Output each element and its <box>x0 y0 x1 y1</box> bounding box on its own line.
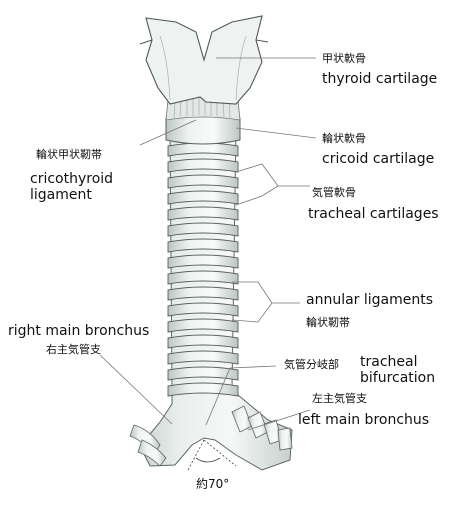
cricothyroid-label-jp: 輪状甲状靭帯 <box>36 148 102 161</box>
tracheal-cartilages-label-en: tracheal cartilages <box>308 206 439 222</box>
tracheal-ring <box>167 350 239 365</box>
tracheal-ring <box>167 206 239 221</box>
tracheal-ring <box>167 334 239 349</box>
tracheal-ring <box>167 238 239 253</box>
tracheal-ring <box>167 366 239 381</box>
left-bronchus-rings <box>231 405 293 451</box>
tracheal-cartilage-rings <box>167 142 239 397</box>
left-bronchus-label-en: left main bronchus <box>298 412 430 428</box>
cricoid-label-jp: 輪状軟骨 <box>322 132 366 145</box>
left-bronchus-label-jp: 左主気管支 <box>312 392 367 405</box>
right-bronchus-label-en: right main bronchus <box>8 323 150 339</box>
tracheal-ring <box>167 302 239 317</box>
cricothyroid-label-en: cricothyroid ligament <box>30 171 114 203</box>
thyroid-cartilage-shape <box>139 15 269 105</box>
tracheal-ring <box>167 222 239 237</box>
annular-ligaments-label-en: annular ligaments <box>306 292 434 308</box>
tracheal-cartilages-label-jp: 気管軟骨 <box>312 186 356 199</box>
tracheal-ring <box>167 158 239 173</box>
bifurcation-label-en: tracheal bifurcation <box>360 354 436 386</box>
tracheal-ring <box>167 286 239 301</box>
thyroid-label-en: thyroid cartilage <box>322 71 438 87</box>
tracheal-ring <box>167 254 239 269</box>
angle-label: 約70° <box>196 477 230 491</box>
bifurcation-label-jp: 気管分岐部 <box>284 358 339 371</box>
annular-ligaments-label-jp: 輪状靭帯 <box>306 316 350 329</box>
leader-lines <box>99 57 317 431</box>
tracheal-ring <box>167 318 239 333</box>
right-bronchus-rings <box>129 424 167 467</box>
thyroid-label-jp: 甲状軟骨 <box>322 52 366 65</box>
tracheal-ring <box>167 270 239 285</box>
cricoid-label-en: cricoid cartilage <box>322 151 435 167</box>
tracheal-ring <box>167 382 239 397</box>
angle-indicator <box>187 439 237 471</box>
right-bronchus-label-jp: 右主気管支 <box>46 343 101 356</box>
tracheal-ring <box>167 174 239 189</box>
